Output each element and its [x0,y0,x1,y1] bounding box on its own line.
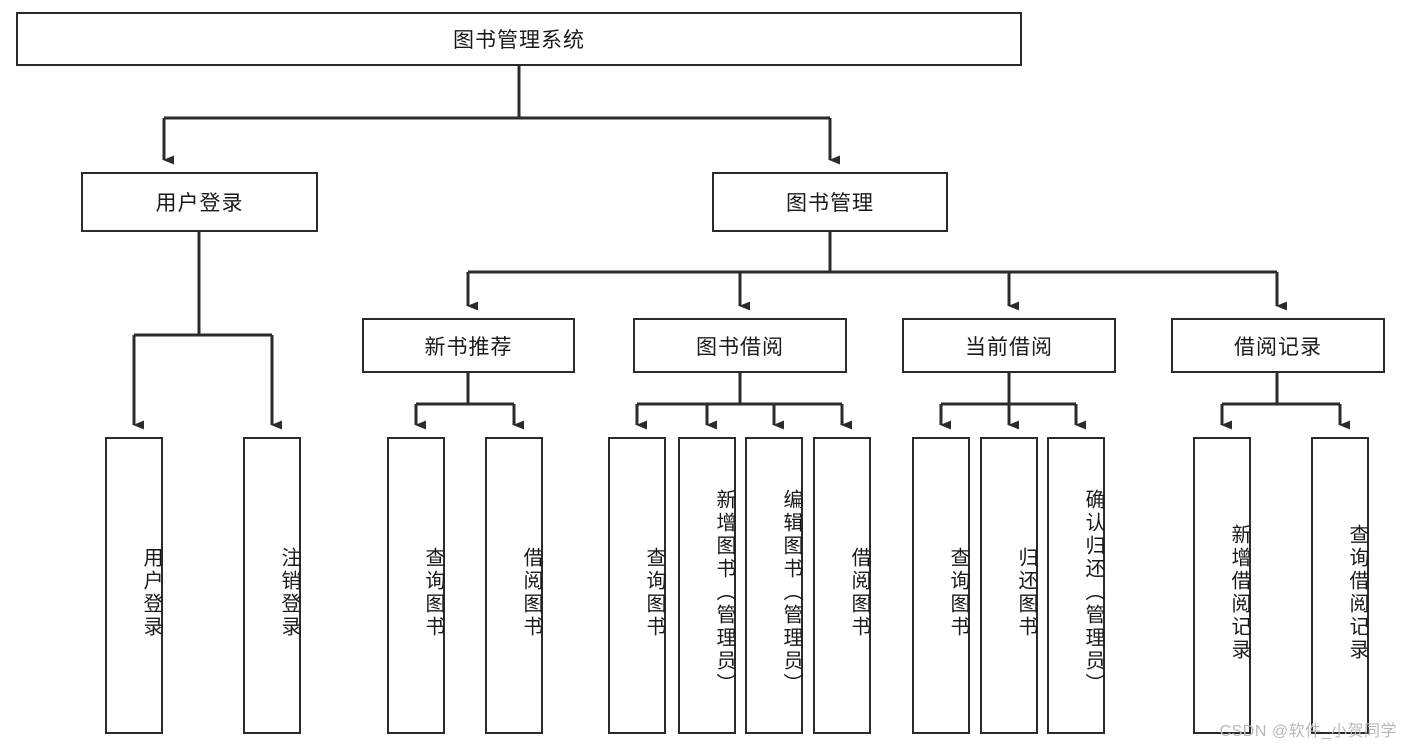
node-label: 当前借阅 [965,335,1053,359]
node-label: 注销登录 [278,546,300,639]
node-borrow-record[interactable]: 借阅记录 [1171,318,1385,373]
node-label: 新增图书（管理员） [713,489,735,696]
leaf-current-borrow-return[interactable]: 归还图书 [980,437,1038,734]
node-label: 用户登录 [155,192,244,215]
node-label: 借阅记录 [1234,335,1322,359]
leaf-current-borrow-query[interactable]: 查询图书 [912,437,970,734]
leaf-book-borrow-edit[interactable]: 编辑图书（管理员） [745,437,803,734]
node-label: 编辑图书（管理员） [780,489,802,696]
leaf-new-book-borrow[interactable]: 借阅图书 [485,437,543,734]
leaf-new-book-query[interactable]: 查询图书 [387,437,445,734]
node-book-borrow[interactable]: 图书借阅 [633,318,847,373]
leaf-user-login-login[interactable]: 用户登录 [105,437,163,734]
node-label: 图书借阅 [696,335,784,359]
node-label: 用户登录 [140,546,162,639]
node-label: 查询图书 [422,546,444,639]
leaf-current-borrow-confirm-return[interactable]: 确认归还（管理员） [1047,437,1105,734]
node-label: 借阅图书 [848,546,870,639]
leaf-book-borrow-add[interactable]: 新增图书（管理员） [678,437,736,734]
node-label: 归还图书 [1015,546,1037,639]
node-book-management[interactable]: 图书管理 [712,172,948,232]
node-label: 查询借阅记录 [1346,523,1368,662]
node-label: 借阅图书 [520,546,542,639]
node-new-book-recommend[interactable]: 新书推荐 [362,318,575,373]
node-label: 新书推荐 [424,335,513,359]
leaf-user-login-logout[interactable]: 注销登录 [243,437,301,734]
node-current-borrow[interactable]: 当前借阅 [902,318,1116,373]
watermark: CSDN @软件_小贺同学 [1219,723,1397,740]
node-label: 查询图书 [643,546,665,639]
leaf-borrow-record-query[interactable]: 查询借阅记录 [1311,437,1369,734]
node-label: 图书管理 [786,192,874,215]
node-root-system[interactable]: 图书管理系统 [16,12,1022,66]
leaf-borrow-record-add[interactable]: 新增借阅记录 [1193,437,1251,734]
leaf-book-borrow-borrow[interactable]: 借阅图书 [813,437,871,734]
node-label: 查询图书 [947,546,969,639]
node-user-login[interactable]: 用户登录 [81,172,318,232]
node-label: 新增借阅记录 [1228,523,1250,662]
node-label: 确认归还（管理员） [1082,489,1104,696]
leaf-book-borrow-query[interactable]: 查询图书 [608,437,666,734]
node-label: 图书管理系统 [453,29,585,52]
